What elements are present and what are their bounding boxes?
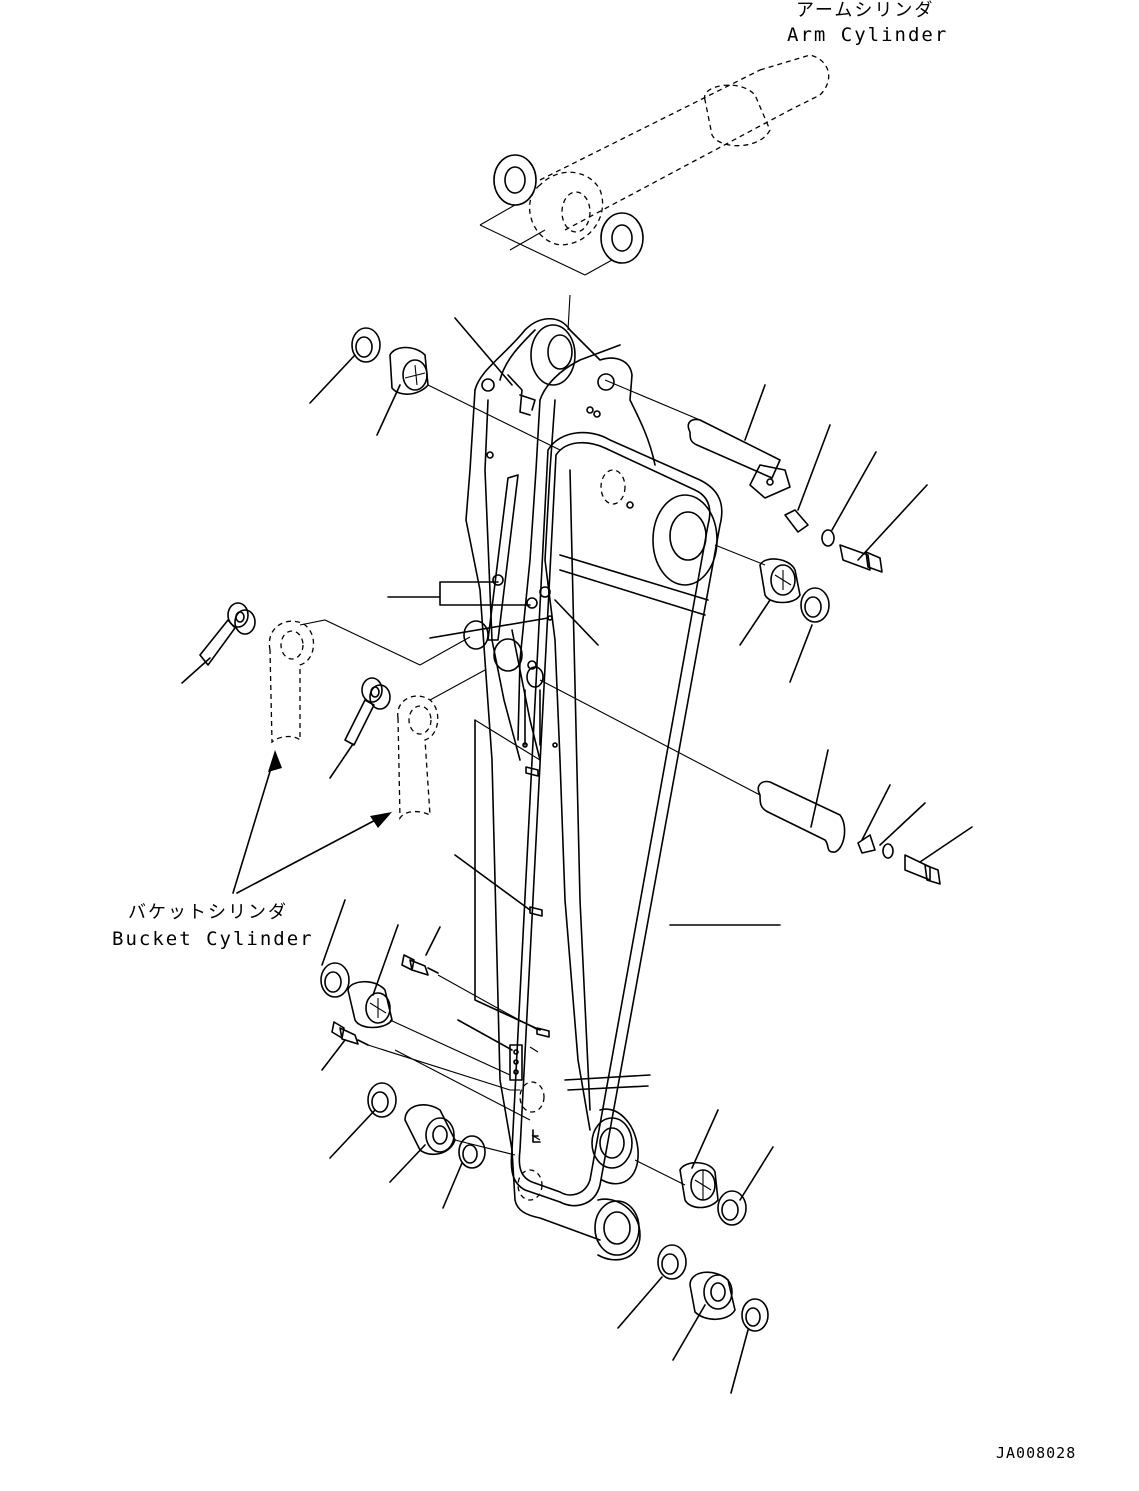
bucket-cylinder-pins (199, 602, 391, 746)
lower-left-parts (320, 719, 541, 1169)
arm-cylinder (529, 54, 830, 246)
arm-cylinder-washers (479, 154, 644, 331)
arm-body (463, 317, 723, 1261)
arm-cylinder-label-en: Arm Cylinder (787, 24, 949, 46)
bucket-cylinder-arrows (232, 750, 392, 894)
drawing-code: JA008028 (996, 1444, 1077, 1462)
bucket-cylinder-label-en: Bucket Cylinder (112, 928, 314, 950)
upper-left-bushings (351, 327, 561, 451)
bucket-cylinder-label-jp: バケットシリンダ (128, 902, 288, 923)
lower-right-parts (634, 1159, 769, 1332)
arm-cylinder-label-jp: アームシリンダ (796, 0, 935, 21)
middle-right-pin (539, 679, 941, 885)
upper-right-pins (604, 379, 883, 623)
leader-lines (181, 317, 973, 1394)
bucket-cylinders (268, 619, 486, 821)
